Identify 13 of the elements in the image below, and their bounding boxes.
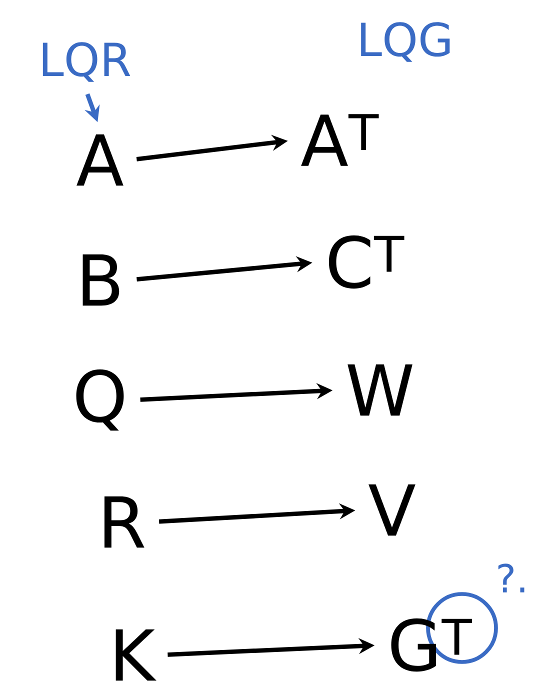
symbol-label: G$^{T}$ bbox=[391, 618, 472, 672]
symbol-label: A$^{T}$ bbox=[301, 114, 379, 166]
symbol-label: R bbox=[104, 496, 144, 548]
heading-label: ?. bbox=[498, 564, 524, 592]
heading-label: LQG bbox=[361, 22, 450, 62]
symbol-label: B bbox=[82, 254, 120, 306]
symbol-label: V bbox=[368, 484, 416, 536]
symbol-label: A bbox=[76, 134, 124, 186]
symbol-label: W bbox=[348, 364, 412, 416]
symbol-label: K bbox=[116, 629, 157, 681]
symbol-label: C$^{T}$ bbox=[328, 235, 404, 289]
symbol-label: Q bbox=[76, 369, 124, 431]
heading-label: LQR bbox=[42, 42, 130, 82]
